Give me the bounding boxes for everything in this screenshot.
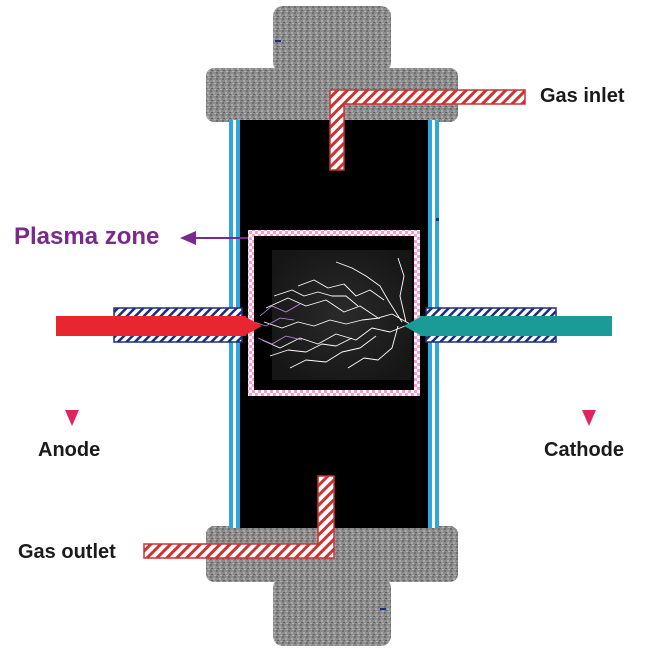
discharge-filaments-violet: [253, 303, 303, 345]
anode-label: Anode: [38, 439, 101, 461]
gas-outlet-label: Gas outlet: [18, 541, 116, 563]
anode-electrode: [56, 307, 262, 343]
plasma-zone: [248, 230, 420, 396]
plasma-zone-label: Plasma zone: [14, 223, 160, 250]
discharge-filaments: [261, 257, 411, 369]
cathode-arrow: [582, 336, 596, 426]
flange-marks: [275, 40, 439, 610]
plasma-zone-arrow: [180, 231, 248, 245]
gas-inlet-label: Gas inlet: [540, 85, 625, 107]
gas-inlet-pipe: [329, 89, 526, 171]
anode-arrow: [65, 336, 79, 426]
gas-outlet-pipe: [143, 475, 335, 559]
cathode-electrode: [404, 307, 612, 343]
cathode-label: Cathode: [544, 439, 624, 461]
